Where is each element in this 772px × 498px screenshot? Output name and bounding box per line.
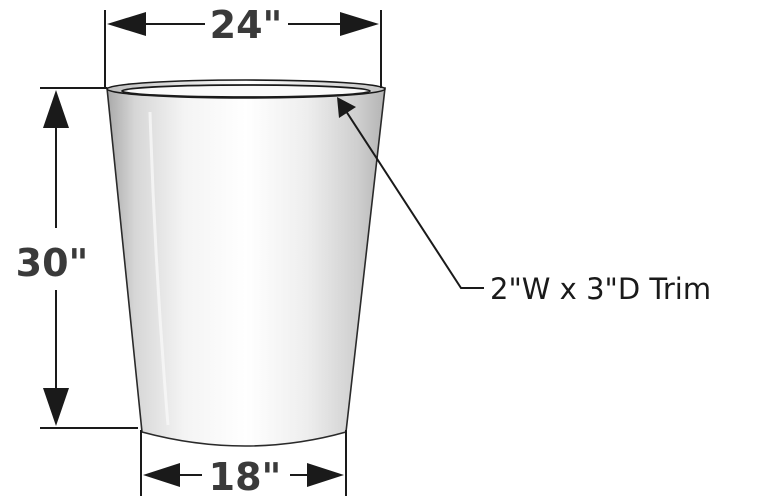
planter-body <box>106 79 386 447</box>
top-width-dimension: 24" <box>104 3 382 88</box>
trim-callout: 2"W x 3"D Trim <box>337 97 711 306</box>
planter-rim-inner <box>121 84 371 98</box>
arrowhead-down <box>43 388 69 426</box>
leader-line <box>343 107 484 289</box>
arrowhead-bottom-left <box>143 463 180 487</box>
planter-shell <box>106 87 386 447</box>
leader-arrowhead <box>337 97 356 118</box>
top-width-label: 24" <box>210 3 283 47</box>
arrowhead-left <box>107 12 146 36</box>
bottom-width-label: 18" <box>209 455 282 498</box>
height-dimension: 30" <box>16 87 138 429</box>
height-label: 30" <box>16 241 89 285</box>
arrowhead-up <box>43 90 69 128</box>
bottom-width-dimension: 18" <box>140 430 347 498</box>
planter-highlight <box>148 111 170 426</box>
arrowhead-bottom-right <box>307 463 344 487</box>
trim-label: 2"W x 3"D Trim <box>490 272 711 306</box>
arrowhead-right <box>340 12 379 36</box>
